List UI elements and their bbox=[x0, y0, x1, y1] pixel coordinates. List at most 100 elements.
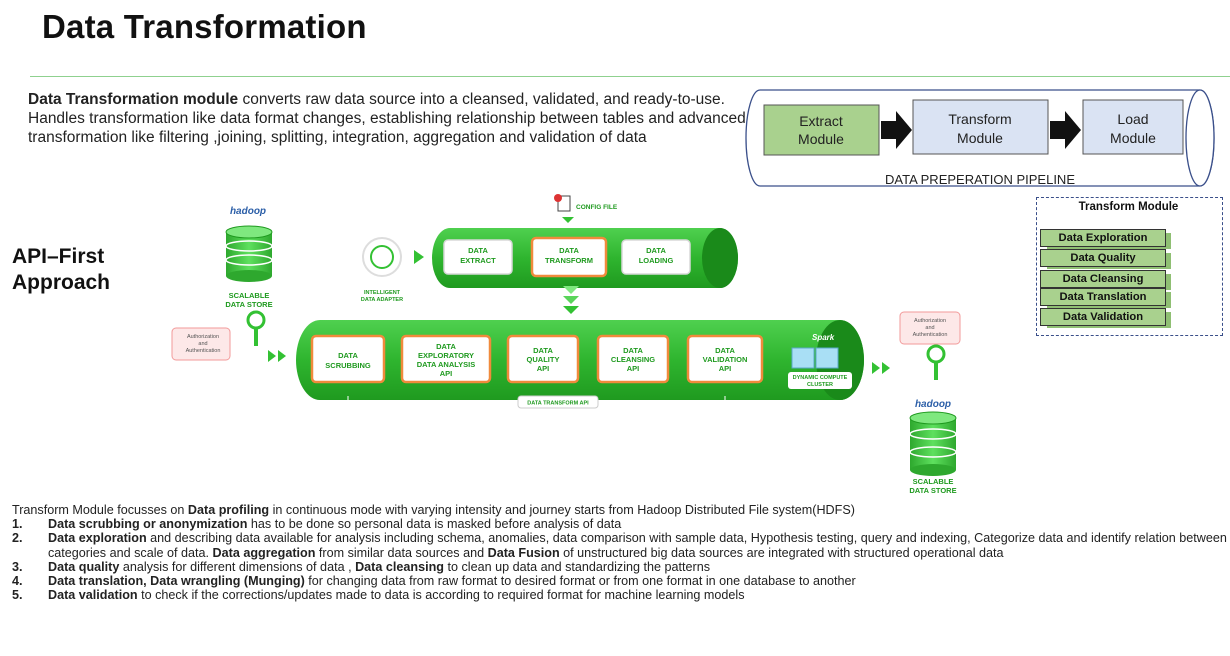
config-file-icon bbox=[554, 194, 571, 212]
store-label-1: SCALABLE bbox=[229, 291, 270, 300]
list-item: 4.Data translation, Data wrangling (Mung… bbox=[12, 574, 1227, 588]
stage-label: DATA bbox=[468, 246, 488, 255]
transform-label-2: Module bbox=[957, 130, 1003, 146]
intro-bold: Data Transformation module bbox=[28, 91, 239, 108]
pipeline-label: DATA PREPERATION PIPELINE bbox=[885, 172, 1075, 187]
arrow-icon bbox=[1050, 111, 1081, 149]
api-first-line1: API–First bbox=[12, 245, 105, 268]
stage-label: DATA bbox=[338, 351, 358, 360]
stage-label: SCRUBBING bbox=[325, 361, 371, 370]
list-text: Data translation, Data wrangling (Mungin… bbox=[48, 574, 856, 589]
chevron-right-icon bbox=[872, 362, 880, 374]
transform-module-title: Transform Module bbox=[1078, 201, 1179, 213]
extract-module-box bbox=[763, 104, 880, 156]
stage-label: EXTRACT bbox=[460, 256, 496, 265]
auth-badge-left bbox=[171, 327, 231, 361]
adapter-label-2: DATA ADAPTER bbox=[361, 297, 403, 303]
intro-text: converts raw data source into a cleansed… bbox=[28, 91, 746, 146]
transform-module-box bbox=[912, 99, 1049, 155]
list-text: Data exploration and describing data ava… bbox=[48, 531, 1227, 560]
list-number: 5. bbox=[12, 588, 23, 603]
load-label-1: Load bbox=[1117, 111, 1148, 127]
stage-data-quality: DATA QUALITY API bbox=[506, 334, 580, 384]
auth-left-3: Authentication bbox=[186, 348, 221, 354]
key-icon bbox=[246, 310, 266, 346]
list-item: 2. Data exploration and describing data a… bbox=[12, 531, 1227, 559]
load-module-box bbox=[1082, 99, 1184, 155]
pipeline-diagram: Extract Module Transform Module Load Mod… bbox=[745, 89, 1215, 187]
arrow-down-icon bbox=[563, 306, 579, 314]
stage-label: CLEANSING bbox=[611, 355, 655, 364]
adapter-label-1: INTELLIGENT bbox=[364, 290, 401, 296]
stage-data-scrubbing: DATA SCRUBBING bbox=[310, 334, 386, 384]
stage-data-extract: DATA EXTRACT bbox=[443, 239, 513, 275]
notes-intro-post: in continuous mode with varying intensit… bbox=[269, 503, 855, 517]
api-label-box bbox=[517, 395, 599, 409]
stage-data-validation: DATA VALIDATION API bbox=[686, 334, 764, 384]
tm-item-cleansing: Data Cleansing bbox=[1040, 270, 1166, 288]
tm-item-validation: Data Validation bbox=[1040, 308, 1166, 326]
hadoop-logo: hadoop bbox=[230, 206, 266, 217]
stage-label: DATA bbox=[533, 346, 553, 355]
list-number: 1. bbox=[12, 517, 23, 532]
stage-label: DATA bbox=[646, 246, 666, 255]
auth-left-2: and bbox=[198, 341, 207, 347]
notes-intro-pre: Transform Module focusses on bbox=[12, 503, 188, 517]
arrow-down-icon bbox=[563, 296, 579, 304]
list-item: 5. Data validation to check if the correc… bbox=[12, 588, 1227, 602]
api-label: DATA TRANSFORM API bbox=[527, 401, 589, 407]
pipeline-cylinder-end bbox=[1185, 89, 1215, 187]
stage-label: EXPLORATORY bbox=[418, 351, 474, 360]
transform-label-1: Transform bbox=[948, 111, 1011, 127]
title-divider bbox=[30, 76, 1230, 77]
arrow-down-icon bbox=[562, 217, 574, 223]
stage-label: VALIDATION bbox=[703, 355, 748, 364]
auth-right-1: Authorization bbox=[914, 318, 946, 324]
chevron-right-icon bbox=[414, 250, 424, 264]
key-icon bbox=[926, 344, 946, 380]
notes-intro-bold: Data profiling bbox=[187, 503, 270, 517]
tm-item-exploration: Data Exploration bbox=[1040, 229, 1166, 247]
extract-label-1: Extract bbox=[799, 113, 843, 129]
stage-label: QUALITY bbox=[527, 355, 560, 364]
chevron-right-icon bbox=[882, 362, 890, 374]
list-text: Data scrubbing or anonymization has to b… bbox=[48, 517, 622, 532]
store-label-2: DATA STORE bbox=[225, 300, 272, 309]
store-label-right-2: DATA STORE bbox=[909, 486, 956, 495]
stage-label: API bbox=[719, 364, 732, 373]
transform-infographic: hadoop SCALABLE DATA STORE Authorization… bbox=[171, 194, 961, 495]
list-text: Data validation to check if the correcti… bbox=[48, 588, 745, 603]
list-number: 3. bbox=[12, 559, 23, 574]
list-number: 2. bbox=[12, 531, 23, 546]
notes-section: Transform Module focusses on Data profil… bbox=[12, 503, 1227, 602]
tm-item-quality: Data Quality bbox=[1040, 249, 1166, 267]
list-text: Data quality analysis for different dime… bbox=[48, 559, 711, 574]
page-title: Data Transformation bbox=[42, 8, 367, 45]
chevron-right-icon bbox=[278, 350, 286, 362]
hadoop-logo: hadoop bbox=[915, 399, 951, 410]
auth-right-3: Authentication bbox=[913, 332, 948, 338]
arrow-down-icon bbox=[563, 286, 579, 294]
database-icon bbox=[225, 225, 273, 282]
stage-label: DATA bbox=[436, 342, 456, 351]
stage-data-transform: DATA TRANSFORM bbox=[530, 236, 608, 278]
stage-label: API bbox=[537, 364, 550, 373]
transform-module-panel bbox=[1036, 197, 1223, 336]
stage-label: DATA bbox=[715, 346, 735, 355]
stage-data-exploratory: DATA EXPLORATORY DATA ANALYSIS API bbox=[400, 334, 492, 384]
auth-left-1: Authorization bbox=[187, 334, 219, 340]
stage-label: DATA ANALYSIS bbox=[417, 360, 475, 369]
api-first-line2: Approach bbox=[12, 271, 111, 294]
stage-label: API bbox=[440, 369, 453, 378]
intro-paragraph: Data Transformation module converts raw … bbox=[28, 90, 748, 147]
chevron-right-icon bbox=[268, 350, 276, 362]
stage-label: TRANSFORM bbox=[545, 256, 593, 265]
stage-label: DATA bbox=[623, 346, 643, 355]
store-label-right-1: SCALABLE bbox=[913, 477, 954, 486]
cluster-label-box bbox=[788, 372, 852, 389]
stage-label: DATA bbox=[559, 246, 579, 255]
notes-intro: Transform Module focusses on Data profil… bbox=[12, 503, 1227, 517]
load-label-2: Module bbox=[1110, 130, 1156, 146]
cluster-label-2: CLUSTER bbox=[807, 382, 833, 388]
spark-logo: Spark bbox=[812, 333, 835, 342]
